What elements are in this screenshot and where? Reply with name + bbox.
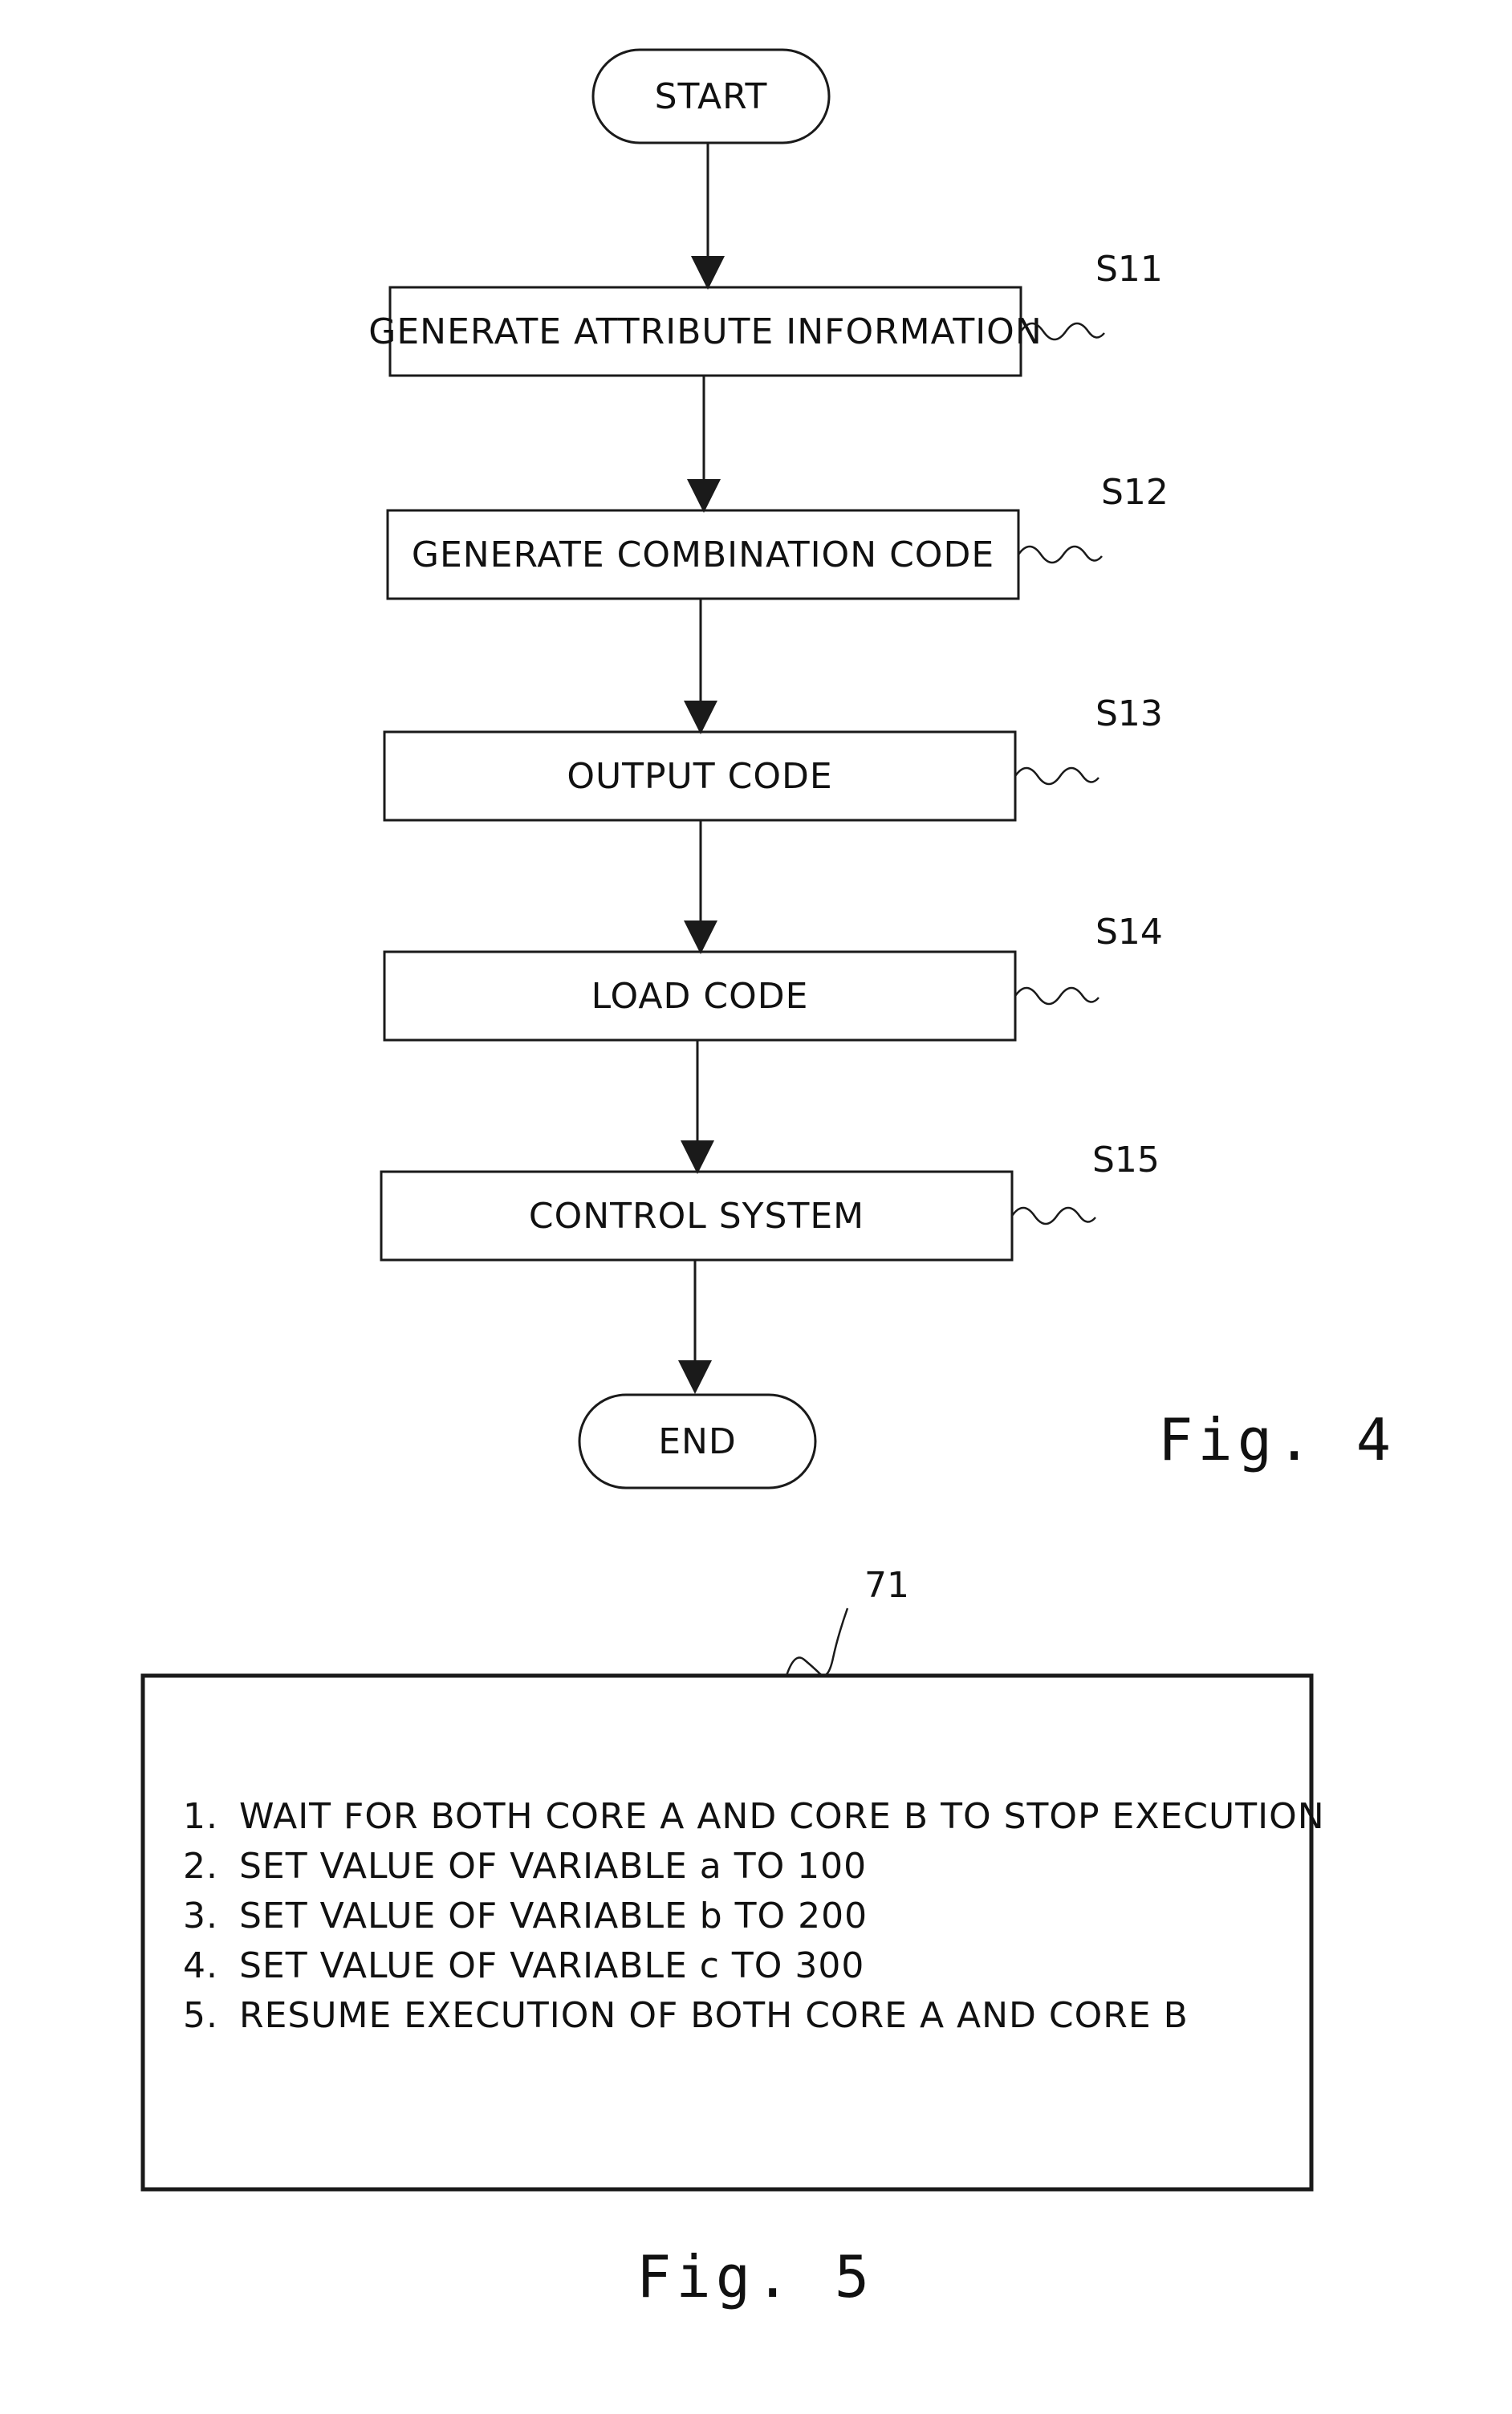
process-box-s14: LOAD CODE S14 [384, 912, 1163, 1040]
end-terminator: END [579, 1395, 815, 1488]
process-box-s12: GENERATE COMBINATION CODE S12 [388, 472, 1169, 599]
step-s15-ref: S15 [1092, 1140, 1160, 1181]
code-line-number: 4. [183, 1945, 218, 1986]
figure-5-label: Fig. 5 [636, 2243, 874, 2310]
code-line-text: SET VALUE OF VARIABLE c TO 300 [239, 1945, 864, 1986]
fig5-code-listing: 71 1. WAIT FOR BOTH CORE A AND CORE B TO… [143, 1565, 1325, 2310]
step-s13-ref: S13 [1095, 693, 1163, 734]
code-line-text: RESUME EXECUTION OF BOTH CORE A AND CORE… [239, 1995, 1189, 2036]
process-box-s15: CONTROL SYSTEM S15 [381, 1140, 1160, 1260]
reference-leader [1015, 768, 1099, 784]
code-line-number: 3. [183, 1896, 218, 1936]
reference-leader [1018, 547, 1102, 563]
code-line-number: 1. [183, 1796, 218, 1837]
fig4-flowchart: START GENERATE ATTRIBUTE INFORMATION S11… [368, 50, 1396, 1488]
reference-leader [786, 1608, 847, 1676]
start-terminator: START [593, 50, 829, 143]
code-lines: 1. WAIT FOR BOTH CORE A AND CORE B TO ST… [183, 1796, 1325, 2036]
code-line-number: 5. [183, 1995, 218, 2036]
step-s11-ref: S11 [1095, 249, 1163, 290]
code-line-text: SET VALUE OF VARIABLE a TO 100 [239, 1846, 867, 1887]
step-s11-label: GENERATE ATTRIBUTE INFORMATION [368, 311, 1042, 352]
code-line-text: SET VALUE OF VARIABLE b TO 200 [239, 1896, 868, 1936]
reference-leader [1012, 1208, 1095, 1224]
end-label: END [658, 1421, 737, 1462]
code-box-ref: 71 [864, 1565, 909, 1606]
step-s14-label: LOAD CODE [591, 976, 809, 1017]
start-label: START [655, 76, 768, 117]
step-s15-label: CONTROL SYSTEM [529, 1196, 864, 1237]
step-s12-ref: S12 [1101, 472, 1169, 513]
figure-4-label: Fig. 4 [1158, 1406, 1396, 1473]
code-line-number: 2. [183, 1846, 218, 1887]
reference-leader [1015, 988, 1099, 1004]
step-s12-label: GENERATE COMBINATION CODE [412, 534, 994, 575]
step-s14-ref: S14 [1095, 912, 1163, 953]
process-box-s11: GENERATE ATTRIBUTE INFORMATION S11 [368, 249, 1163, 376]
code-line-text: WAIT FOR BOTH CORE A AND CORE B TO STOP … [239, 1796, 1325, 1837]
process-box-s13: OUTPUT CODE S13 [384, 693, 1163, 820]
step-s13-label: OUTPUT CODE [567, 756, 832, 797]
